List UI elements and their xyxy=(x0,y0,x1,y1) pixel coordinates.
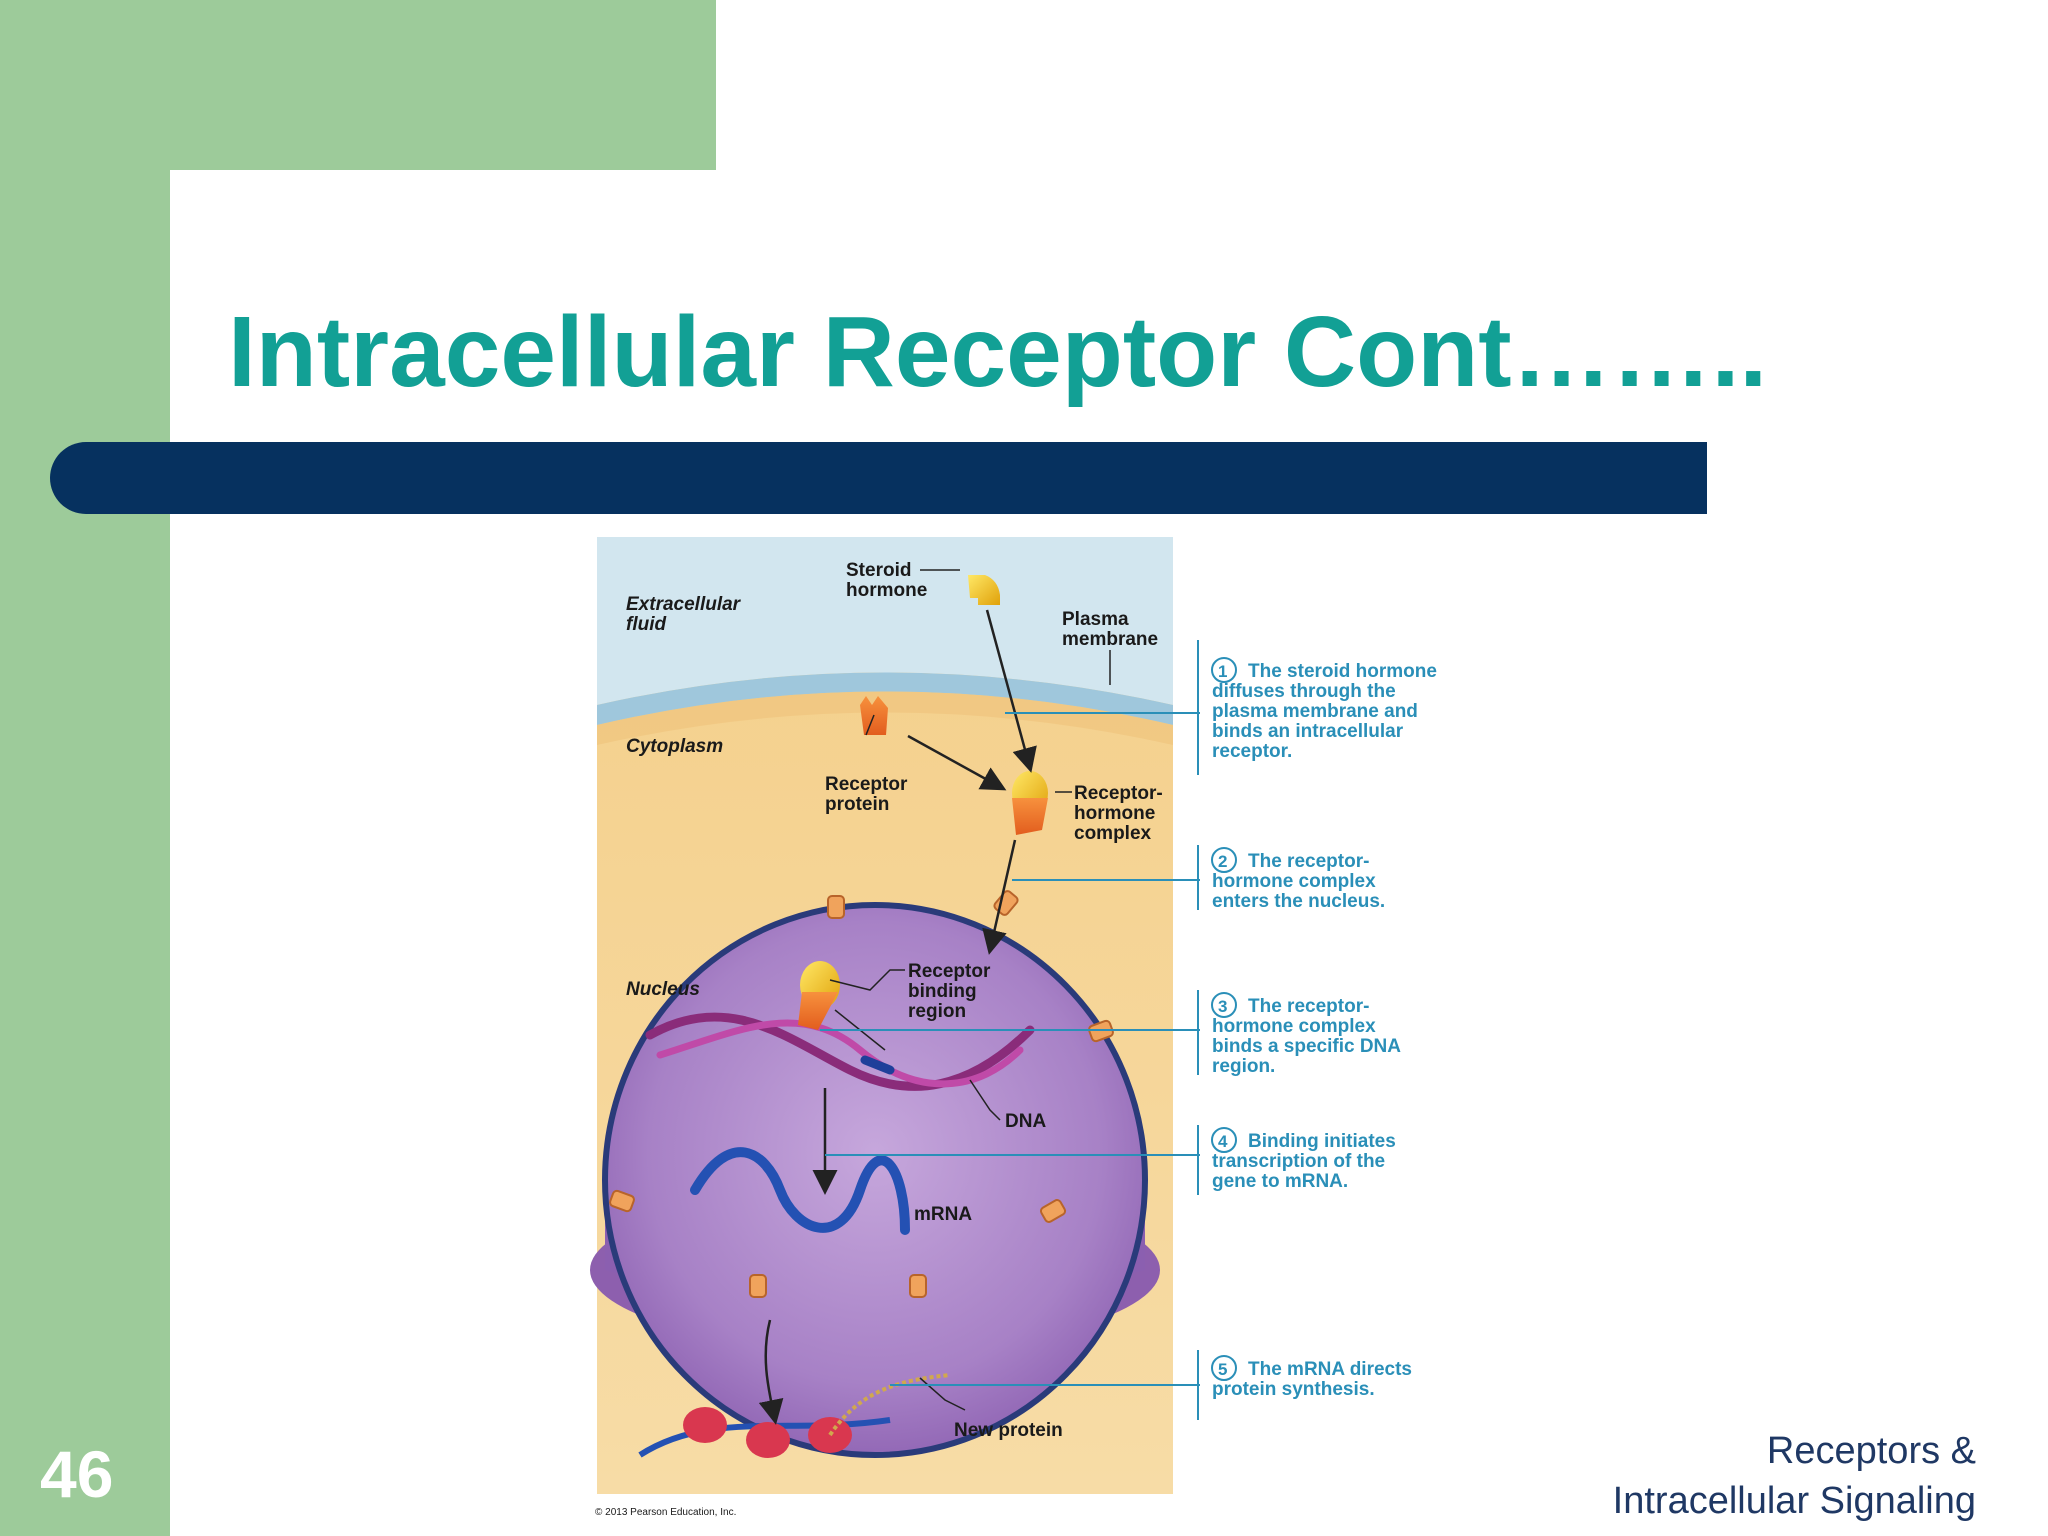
svg-text:receptor.: receptor. xyxy=(1212,741,1292,762)
svg-text:protein synthesis.: protein synthesis. xyxy=(1212,1379,1375,1400)
plasma-membrane xyxy=(597,672,1173,725)
footer-line-1: Receptors & xyxy=(1766,1430,1976,1472)
label-receptor-protein-1: Receptor xyxy=(825,774,908,795)
label-rbr-1: Receptor xyxy=(908,961,991,982)
svg-text:3: 3 xyxy=(1218,997,1227,1016)
label-nucleus: Nucleus xyxy=(626,979,700,1000)
svg-text:plasma membrane and: plasma membrane and xyxy=(1212,701,1418,722)
label-steroid-2: hormone xyxy=(846,580,927,601)
svg-text:transcription of the: transcription of the xyxy=(1212,1151,1385,1172)
title-underline-bar xyxy=(50,442,1707,514)
step-list: 1 The steroid hormone diffuses through t… xyxy=(1211,657,1437,1400)
svg-text:binds a specific DNA: binds a specific DNA xyxy=(1212,1036,1401,1057)
svg-text:The receptor-: The receptor- xyxy=(1248,996,1369,1017)
svg-text:Binding initiates: Binding initiates xyxy=(1248,1131,1396,1152)
label-receptor-protein-2: protein xyxy=(825,794,889,815)
copyright-text: © 2013 Pearson Education, Inc. xyxy=(595,1507,736,1518)
svg-text:diffuses through the: diffuses through the xyxy=(1212,681,1396,702)
label-dna: DNA xyxy=(1005,1111,1046,1132)
dna-bound-complex xyxy=(798,961,840,1030)
intracellular-receptor-diagram: Extracellular fluid Steroid hormone Plas… xyxy=(435,530,1490,1520)
svg-text:hormone complex: hormone complex xyxy=(1212,1016,1376,1037)
svg-text:5: 5 xyxy=(1218,1360,1227,1379)
slide-title: Intracellular Receptor Cont…….. xyxy=(228,296,1768,408)
svg-text:The receptor-: The receptor- xyxy=(1248,851,1369,872)
steroid-hormone xyxy=(968,575,1000,605)
step-4: 4 Binding initiates transcription of the… xyxy=(1211,1127,1396,1192)
label-cytoplasm: Cytoplasm xyxy=(626,736,723,757)
step-5: 5 The mRNA directs protein synthesis. xyxy=(1211,1355,1412,1400)
dna-helix xyxy=(645,1012,1035,1091)
extracellular-fluid-area xyxy=(597,537,1173,705)
pathway-arrows xyxy=(758,609,1037,1425)
step-1: 1 The steroid hormone diffuses through t… xyxy=(1211,657,1437,762)
footer-text: Receptors & Intracellular Signaling xyxy=(1613,1426,1976,1526)
step-connector-lines xyxy=(820,640,1200,1420)
label-rbr-3: region xyxy=(908,1001,966,1022)
label-steroid-1: Steroid xyxy=(846,560,911,581)
label-leaders xyxy=(829,569,1111,1411)
svg-text:binds an intracellular: binds an intracellular xyxy=(1212,721,1404,742)
label-extracellular-1: Extracellular xyxy=(626,594,742,615)
svg-text:The mRNA directs: The mRNA directs xyxy=(1248,1359,1412,1380)
label-plasma-2: membrane xyxy=(1062,629,1158,650)
label-rh-complex-2: hormone xyxy=(1074,803,1155,824)
svg-text:enters the nucleus.: enters the nucleus. xyxy=(1212,891,1385,912)
svg-text:gene to mRNA.: gene to mRNA. xyxy=(1212,1171,1348,1192)
new-protein-chain xyxy=(828,1373,951,1437)
label-new-protein: New protein xyxy=(954,1420,1063,1441)
svg-text:region.: region. xyxy=(1212,1056,1275,1077)
svg-text:2: 2 xyxy=(1218,852,1227,871)
mrna-strand xyxy=(690,1147,910,1235)
label-extracellular-2: fluid xyxy=(626,614,666,635)
label-mrna: mRNA xyxy=(914,1204,972,1225)
label-rh-complex-1: Receptor- xyxy=(1074,783,1163,804)
top-green-block xyxy=(0,0,716,170)
svg-text:4: 4 xyxy=(1218,1132,1228,1151)
receptor-hormone-complex xyxy=(1012,771,1048,835)
svg-text:hormone complex: hormone complex xyxy=(1212,871,1376,892)
label-rbr-2: binding xyxy=(908,981,977,1002)
footer-line-2: Intracellular Signaling xyxy=(1612,1480,1976,1522)
slide-number: 46 xyxy=(40,1437,114,1511)
svg-text:1: 1 xyxy=(1218,662,1227,681)
svg-text:The steroid hormone: The steroid hormone xyxy=(1248,661,1437,682)
left-green-bar xyxy=(0,0,170,1536)
step-3: 3 The receptor- hormone complex binds a … xyxy=(1211,992,1401,1077)
label-rh-complex-3: complex xyxy=(1074,823,1152,844)
step-2: 2 The receptor- hormone complex enters t… xyxy=(1211,847,1385,912)
label-plasma-1: Plasma xyxy=(1062,609,1129,630)
